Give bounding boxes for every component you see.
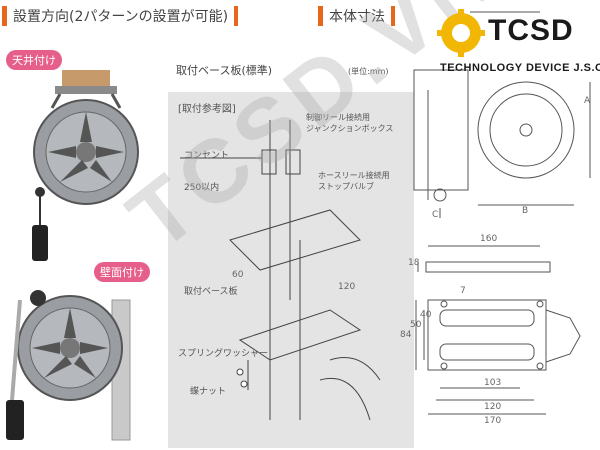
ceiling-reel-drawing: [32, 70, 139, 261]
spring-washer-label: スプリングワッシャー: [178, 349, 269, 359]
mounting-reference-panel: [168, 92, 414, 448]
dim-c: C: [432, 210, 439, 220]
header-accent-bar: [318, 6, 323, 26]
dim-120-plate: 120: [484, 402, 502, 412]
dim-170: 170: [484, 416, 502, 426]
body-dimension-drawing: [413, 11, 591, 218]
wall-mount-tag: 壁面付け: [94, 262, 150, 282]
header-accent-bar: [2, 6, 7, 26]
install-direction-title: 設置方向(2パターンの設置が可能): [13, 9, 229, 25]
unit-label: (単位:mm): [348, 67, 389, 76]
base-plate-front-view: [415, 299, 581, 415]
outlet-label: コンセント: [184, 151, 230, 161]
dimensions-title: 本体寸法: [329, 9, 385, 25]
junction-box-label: 制御リール接続用 ジャンクションボックス: [306, 113, 394, 133]
wing-nut-label: 蝶ナット: [190, 387, 227, 397]
reference-label: [取付参考図]: [178, 104, 236, 115]
base-plate-label: 取付ベース板: [184, 287, 238, 297]
dim-84: 84: [400, 330, 412, 340]
dim-120: 120: [338, 282, 356, 292]
dim-7: 7: [460, 286, 466, 296]
mounting-line-drawing: [180, 120, 381, 421]
dim-160: 160: [480, 234, 498, 244]
logo-subtitle: TECHNOLOGY DEVICE J.S.C: [440, 62, 600, 74]
dim-50: 50: [410, 320, 422, 330]
stop-valve-label: ホースリール接続用 ストップバルブ: [318, 171, 390, 191]
dim-a: A: [584, 96, 591, 106]
install-direction-header: 設置方向(2パターンの設置が可能): [2, 4, 239, 28]
dim-18: 18: [408, 258, 420, 268]
gear-icon: [437, 9, 485, 57]
dim-b: B: [522, 206, 529, 216]
dim-40: 40: [420, 310, 432, 320]
ceiling-mount-tag: 天井付け: [6, 50, 62, 70]
dim-60: 60: [232, 270, 244, 280]
ceiling-mount-plate: [62, 70, 110, 86]
within-label: 250以内: [184, 183, 220, 193]
wall-reel-drawing: [6, 290, 131, 441]
dimensions-header: 本体寸法: [318, 4, 395, 28]
header-accent-bar: [391, 6, 395, 26]
spring-washer-nut: [236, 368, 248, 388]
logo-title: TCSD: [488, 14, 574, 47]
dim-103: 103: [484, 378, 502, 388]
header-accent-bar: [234, 6, 239, 26]
tcsd-logo: TCSD TECHNOLOGY DEVICE J.S.C: [436, 8, 600, 78]
base-plate-top-view: [417, 245, 551, 273]
base-plate-title: 取付ベース板(標準): [176, 64, 273, 77]
